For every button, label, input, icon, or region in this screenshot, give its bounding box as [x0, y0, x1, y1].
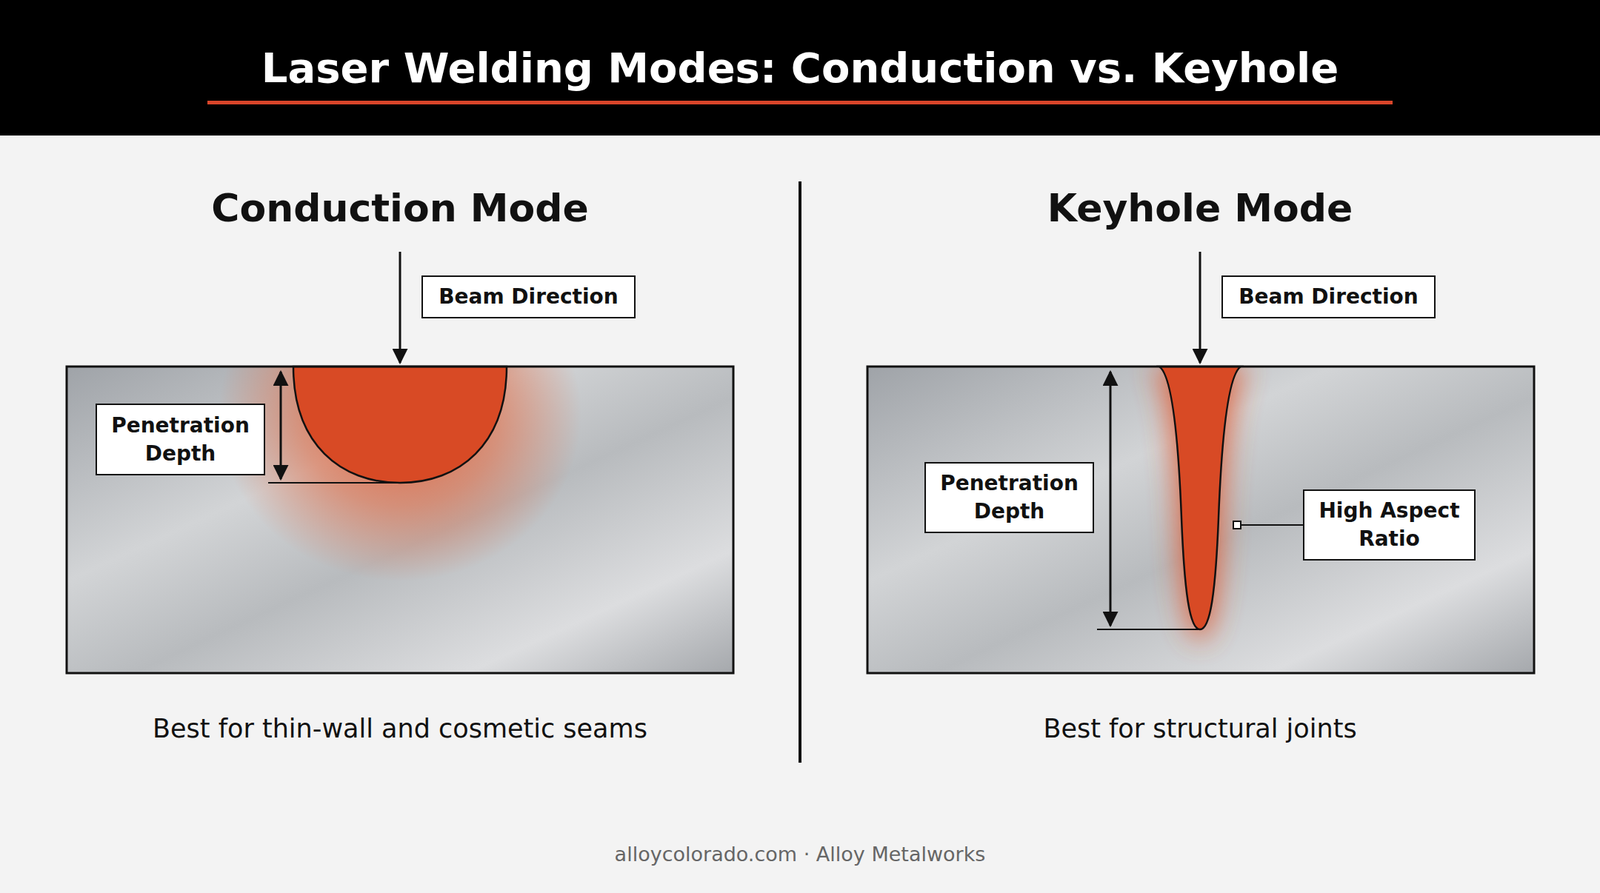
divider: [798, 181, 802, 763]
label-box: High Aspect Ratio: [1302, 489, 1476, 561]
box-text: High Aspect Ratio: [1304, 497, 1475, 554]
metal-plate: [867, 366, 1535, 674]
box-text: Beam Direction: [1231, 282, 1426, 312]
weld-pool: [293, 366, 507, 483]
depth-tick: [268, 482, 403, 484]
panel-heading: Conduction Mode: [66, 184, 734, 233]
leader-line: [1238, 524, 1303, 526]
beam-arrow: [399, 251, 402, 363]
title-underline: [207, 100, 1393, 105]
heat-glow: [1151, 366, 1249, 641]
depth-arrow: [280, 371, 283, 480]
keyhole: [1159, 366, 1241, 630]
heat-glow: [218, 366, 582, 582]
label-box: Beam Direction: [421, 275, 636, 319]
box-text: Penetration Depth: [925, 469, 1093, 526]
box-text: Beam Direction: [431, 282, 626, 312]
box-text: Penetration Depth: [97, 411, 264, 469]
leader-anchor: [1233, 521, 1241, 529]
beam-arrow: [1199, 251, 1202, 363]
title: Laser Welding Modes: Conduction vs. Keyh…: [0, 42, 1600, 94]
depth-arrow: [1109, 371, 1112, 626]
label-box: Beam Direction: [1221, 275, 1436, 319]
footer-credit: alloycolorado.com · Alloy Metalworks: [355, 842, 1245, 868]
panel-caption: Best for structural joints: [837, 712, 1563, 746]
panel-caption: Best for thin-wall and cosmetic seams: [37, 712, 763, 746]
panel-heading: Keyhole Mode: [866, 184, 1534, 233]
plate-border: [66, 366, 734, 674]
label-box: Penetration Depth: [95, 403, 266, 476]
depth-tick: [1097, 628, 1202, 631]
label-box: Penetration Depth: [924, 462, 1095, 534]
plate-border: [867, 366, 1535, 674]
